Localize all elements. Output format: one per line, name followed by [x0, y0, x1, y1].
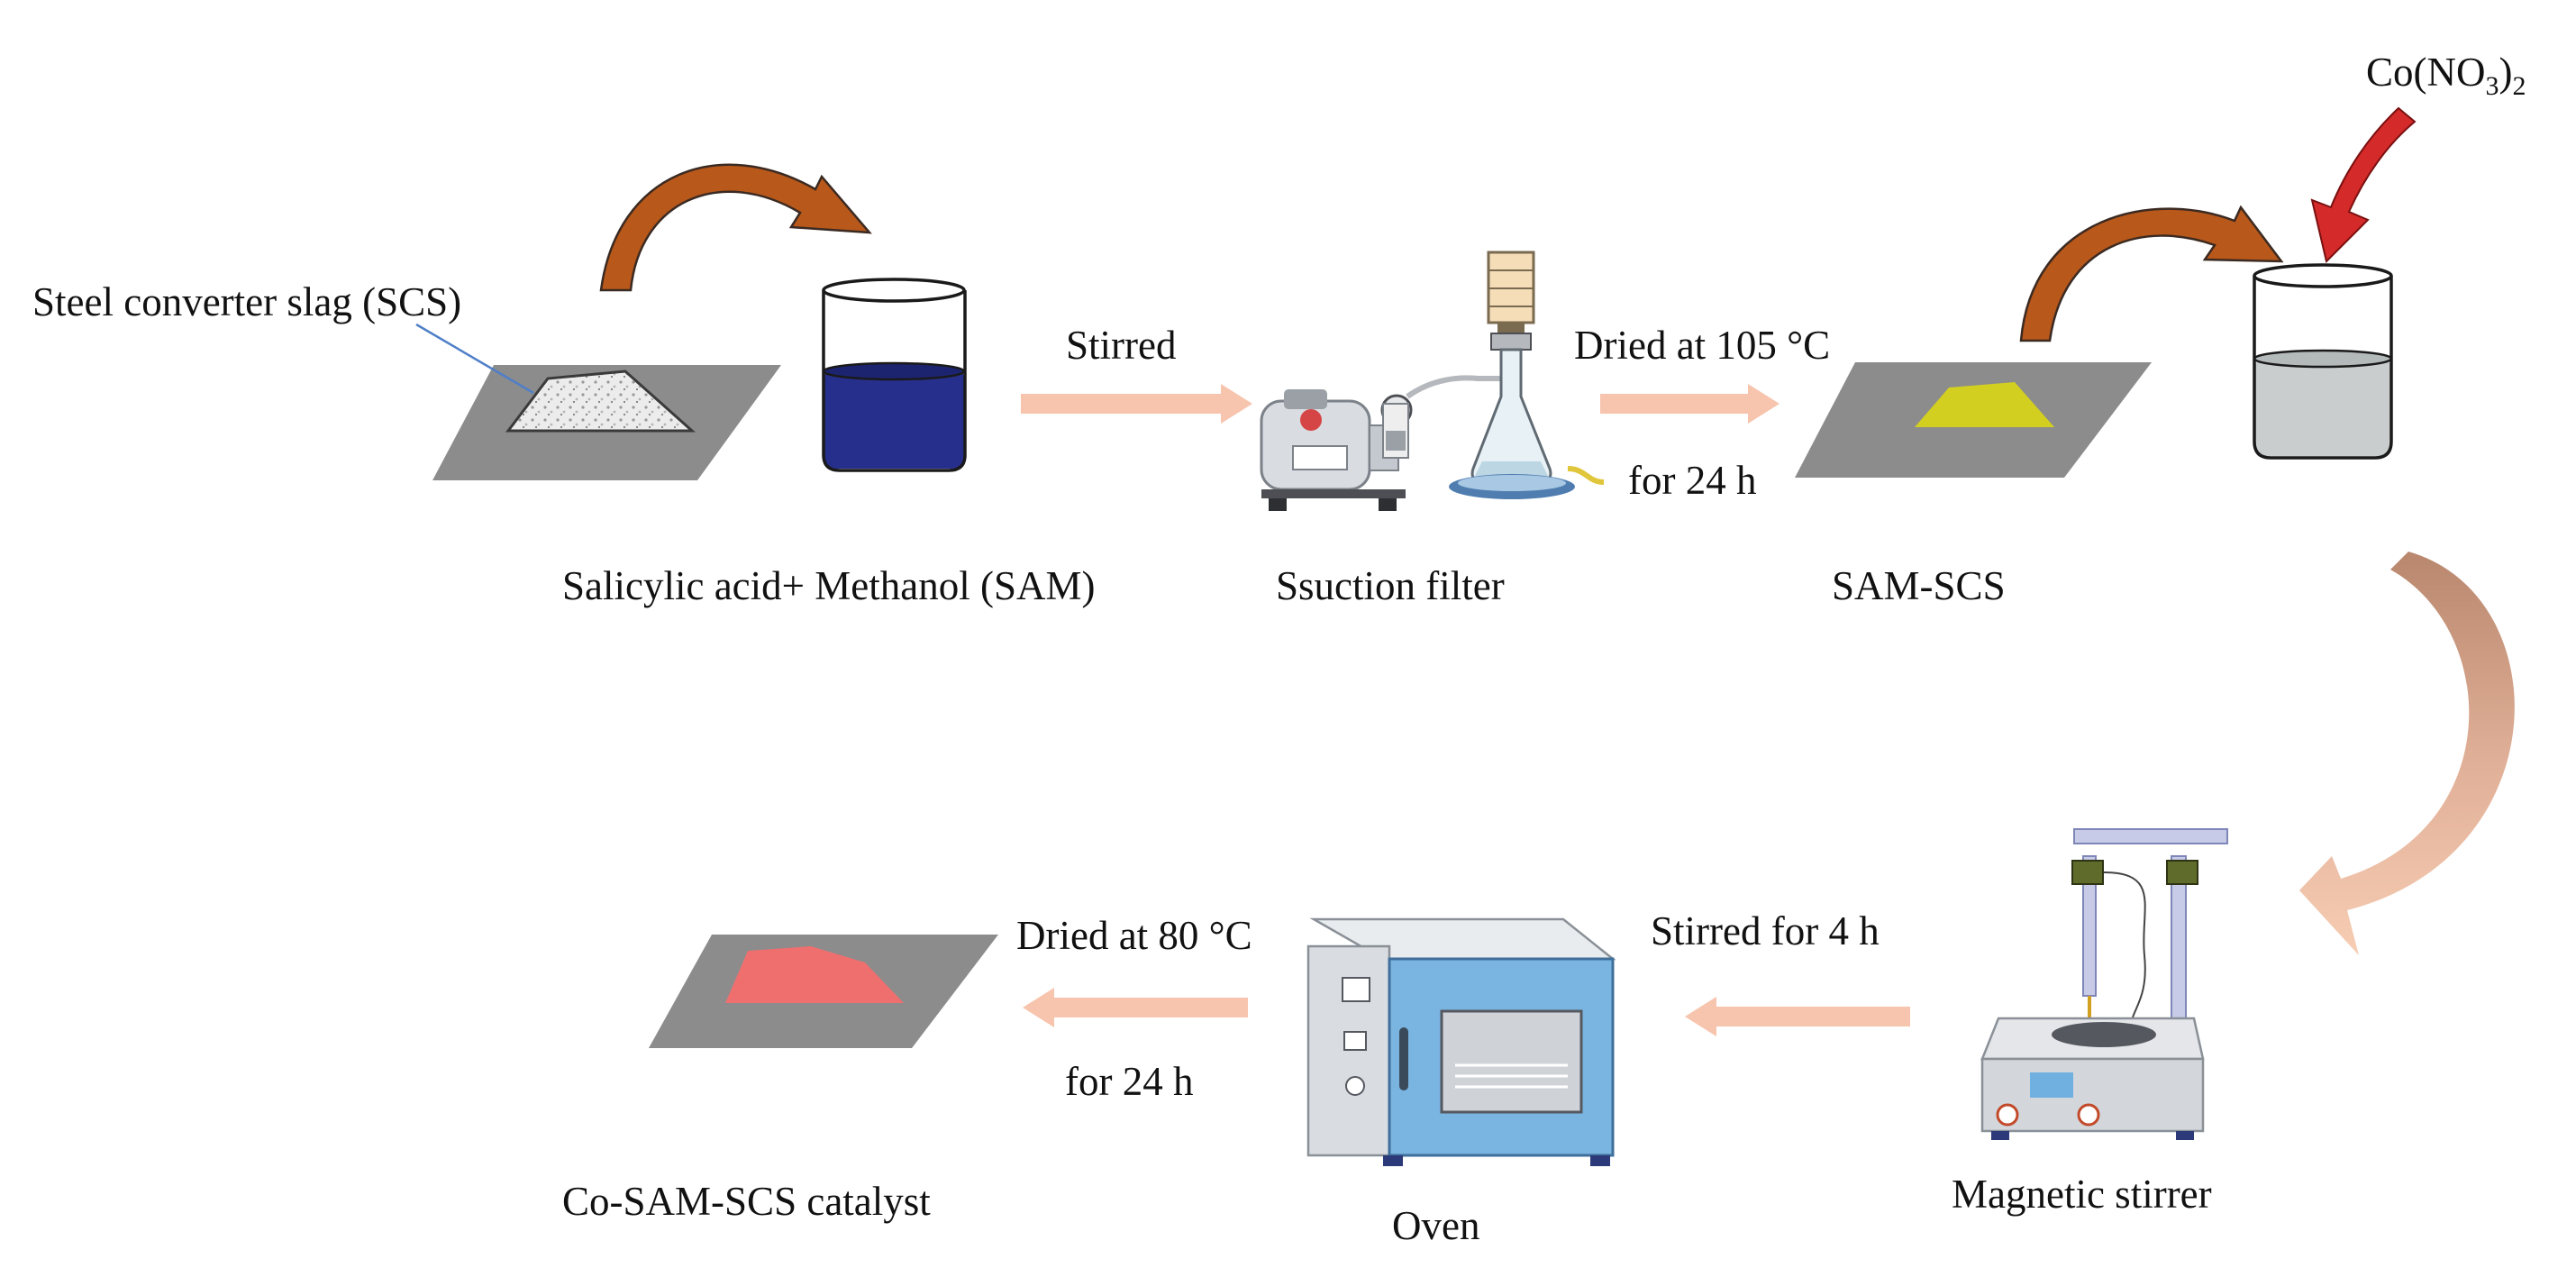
- curved-arrow-body: [599, 163, 872, 292]
- stirred-4h-label: Stirred for 4 h: [1651, 908, 1880, 953]
- oven: [1306, 917, 1616, 1166]
- sam-label: Salicylic acid+ Methanol (SAM): [562, 563, 1096, 608]
- oven-window: [1440, 1009, 1583, 1114]
- dried-105-label: Dried at 105 °C: [1574, 323, 1830, 368]
- curved-arrow-body-2: [2019, 205, 2284, 342]
- stirrer-display: [2030, 1072, 2073, 1098]
- arrow-dried-105: [1600, 384, 1780, 424]
- scs-label: Steel converter slag (SCS): [32, 279, 461, 324]
- catalyst-tray: [649, 935, 998, 1048]
- suction-filter-label: Ssuction filter: [1276, 563, 1505, 608]
- sam-scs-tray: [1795, 362, 2152, 478]
- stand-clamp-left: [2071, 860, 2104, 885]
- magnetic-stirrer-label: Magnetic stirrer: [1952, 1172, 2212, 1217]
- oven-handle: [1399, 1027, 1408, 1090]
- stirred-label: Stirred: [1066, 323, 1176, 368]
- stirrer-knob-right: [2077, 1103, 2100, 1127]
- catalyst-powder: [725, 946, 904, 1003]
- oven-control-knob: [1345, 1076, 1365, 1096]
- buchner-funnel: [1487, 251, 1535, 351]
- scs-powder: [505, 369, 696, 433]
- stand-clamp-right: [2166, 860, 2198, 885]
- curved-arrow-scs-to-sam: [599, 163, 872, 292]
- cobalt-nitrate-arrow: [2310, 106, 2417, 263]
- arrow-stirred-4h: [1685, 997, 1910, 1036]
- sam-beaker: [822, 278, 967, 472]
- magnetic-stirrer: [1980, 828, 2228, 1140]
- sam-beaker-outline: [822, 290, 967, 472]
- cobalt-solution: [2254, 357, 2391, 456]
- big-transfer-arrow: [2299, 552, 2515, 955]
- pressure-gauge: [1382, 403, 1409, 459]
- drain-tube: [1567, 466, 1605, 485]
- oven-control-display: [1342, 977, 1370, 1002]
- vacuum-tubing: [1406, 375, 1500, 399]
- suction-filter-apparatus: [1260, 251, 1605, 511]
- scs-tray: [415, 323, 781, 480]
- stirrer-knob-left: [1996, 1103, 2019, 1127]
- sam-scs-powder: [1915, 382, 2054, 427]
- scs-pointer-line: [415, 323, 534, 395]
- filter-flask: [1449, 348, 1605, 499]
- for-24h-label-1: for 24 h: [1628, 458, 1756, 503]
- stirrer-plate: [2052, 1022, 2156, 1047]
- curved-arrow-samscs-to-co: [2019, 205, 2284, 342]
- arrow-stirred: [1021, 384, 1252, 424]
- sam-solution: [824, 368, 965, 469]
- dried-80-label: Dried at 80 °C: [1016, 913, 1252, 958]
- catalyst-label: Co-SAM-SCS catalyst: [562, 1179, 931, 1224]
- oven-label: Oven: [1392, 1203, 1479, 1248]
- arrow-dried-80: [1023, 988, 1248, 1027]
- cobalt-beaker-outline: [2253, 276, 2393, 460]
- sam-scs-label: SAM-SCS: [1832, 563, 2006, 608]
- for-24h-label-2: for 24 h: [1065, 1059, 1193, 1104]
- cobalt-beaker: [2253, 263, 2393, 460]
- cobalt-nitrate-label: Co(NO3)2: [2366, 50, 2526, 101]
- oven-control-button: [1343, 1031, 1367, 1051]
- oven-rack: [1455, 1063, 1568, 1089]
